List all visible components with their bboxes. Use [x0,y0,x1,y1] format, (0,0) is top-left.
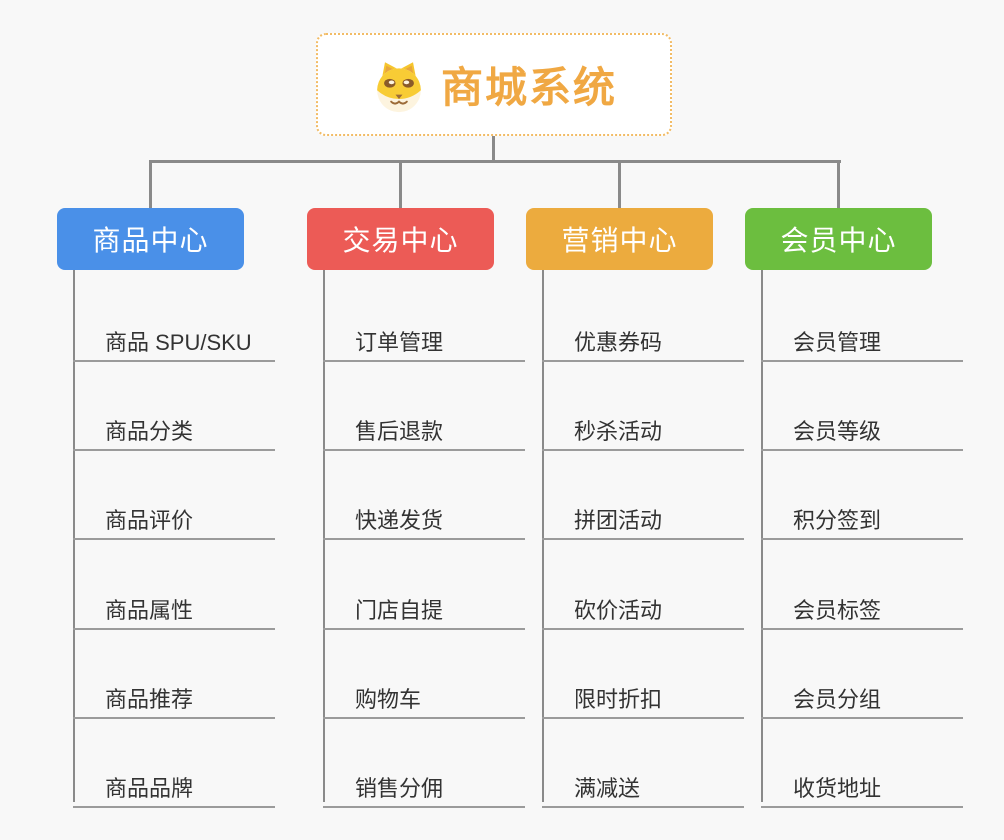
branch-label: 商品中心 [92,225,209,256]
leaf-node[interactable]: 收货地址 [761,758,963,808]
connector-trunk [761,270,763,802]
leaf-node[interactable]: 优惠券码 [542,312,744,362]
leaf-node[interactable]: 商品属性 [73,580,275,630]
leaf-label: 满减送 [574,776,641,801]
leaf-node[interactable]: 商品分类 [73,401,275,451]
leaf-node[interactable]: 售后退款 [323,401,525,451]
leaf-label: 会员分组 [793,687,882,712]
leaf-label: 购物车 [355,687,422,712]
connector-trunk [73,270,75,802]
leaf-node[interactable]: 会员分组 [761,669,963,719]
leaf-node[interactable]: 销售分佣 [323,758,525,808]
leaf-label: 销售分佣 [355,776,444,801]
leaf-label: 商品属性 [105,598,194,623]
leaf-node[interactable]: 商品品牌 [73,758,275,808]
leaf-node[interactable]: 会员标签 [761,580,963,630]
leaf-label: 会员管理 [793,330,882,355]
branch-node-trade-center[interactable]: 交易中心 [307,208,494,270]
leaf-node[interactable]: 秒杀活动 [542,401,744,451]
leaf-label: 会员标签 [793,598,882,623]
branch-label: 会员中心 [780,225,897,256]
connector-drop [618,160,621,210]
leaf-label: 商品分类 [105,419,194,444]
leaf-label: 收货地址 [793,776,882,801]
connector-bus [149,160,841,163]
connector-drop [837,160,840,210]
branch-node-product-center[interactable]: 商品中心 [57,208,244,270]
leaf-label: 限时折扣 [574,687,663,712]
connector-drop [399,160,402,210]
branch-node-marketing-center[interactable]: 营销中心 [526,208,713,270]
leaf-label: 优惠券码 [574,330,663,355]
leaf-label: 商品评价 [105,508,194,533]
leaf-node[interactable]: 会员等级 [761,401,963,451]
leaf-node[interactable]: 商品评价 [73,490,275,540]
leaf-label: 秒杀活动 [574,419,663,444]
leaf-node[interactable]: 砍价活动 [542,580,744,630]
leaf-node[interactable]: 会员管理 [761,312,963,362]
leaf-label: 拼团活动 [574,508,663,533]
connector-drop [149,160,152,210]
leaf-label: 售后退款 [355,419,444,444]
leaf-node[interactable]: 满减送 [542,758,744,808]
connector-trunk [323,270,325,802]
leaf-label: 会员等级 [793,419,882,444]
leaf-label: 商品品牌 [105,776,194,801]
leaf-label: 快递发货 [355,508,444,533]
leaf-label: 订单管理 [355,330,444,355]
leaf-label: 商品 SPU/SKU [105,330,252,355]
leaf-node[interactable]: 商品推荐 [73,669,275,719]
leaf-label: 门店自提 [355,598,444,623]
branch-label: 营销中心 [561,225,678,256]
leaf-node[interactable]: 拼团活动 [542,490,744,540]
leaf-node[interactable]: 购物车 [323,669,525,719]
leaf-node[interactable]: 快递发货 [323,490,525,540]
leaf-node[interactable]: 限时折扣 [542,669,744,719]
leaf-label: 砍价活动 [574,598,663,623]
leaf-node[interactable]: 门店自提 [323,580,525,630]
dog-face-icon [371,57,427,113]
leaf-label: 商品推荐 [105,687,194,712]
branch-node-member-center[interactable]: 会员中心 [745,208,932,270]
root-node[interactable]: 商城系统 [316,33,672,136]
root-title: 商城系统 [440,64,617,111]
connector-root-drop [492,136,495,162]
branch-label: 交易中心 [342,225,459,256]
leaf-node[interactable]: 订单管理 [323,312,525,362]
leaf-node[interactable]: 积分签到 [761,490,963,540]
connector-trunk [542,270,544,802]
leaf-node[interactable]: 商品 SPU/SKU [73,312,275,362]
leaf-label: 积分签到 [793,508,882,533]
